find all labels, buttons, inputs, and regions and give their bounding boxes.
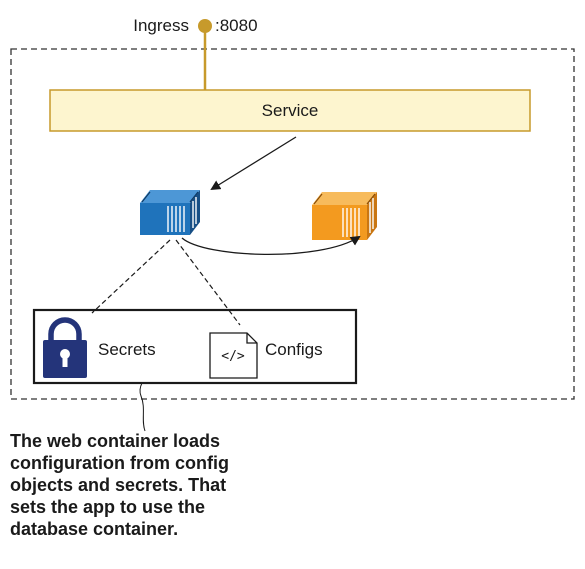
config-document-icon: </> [209, 332, 258, 379]
config-document-glyph: </> [221, 349, 245, 364]
secrets-label: Secrets [98, 340, 156, 359]
caption-text: The web container loads configuration fr… [10, 431, 229, 539]
service-label: Service [262, 101, 319, 120]
service-to-web-arrow [210, 136, 297, 191]
caption-pointer [139, 382, 146, 432]
connector-secrets [91, 239, 171, 314]
ingress-label: Ingress [133, 16, 189, 35]
configs-label: Configs [265, 340, 323, 359]
lock-icon [43, 317, 87, 378]
database-container-icon [312, 192, 377, 240]
config-box [32, 308, 358, 385]
cluster-boundary [10, 48, 575, 400]
ingress-dot [198, 19, 212, 33]
web-to-database-arrow [181, 235, 361, 256]
web-container-icon [140, 190, 200, 235]
service-bar [49, 89, 531, 132]
ingress-port: :8080 [215, 16, 258, 35]
